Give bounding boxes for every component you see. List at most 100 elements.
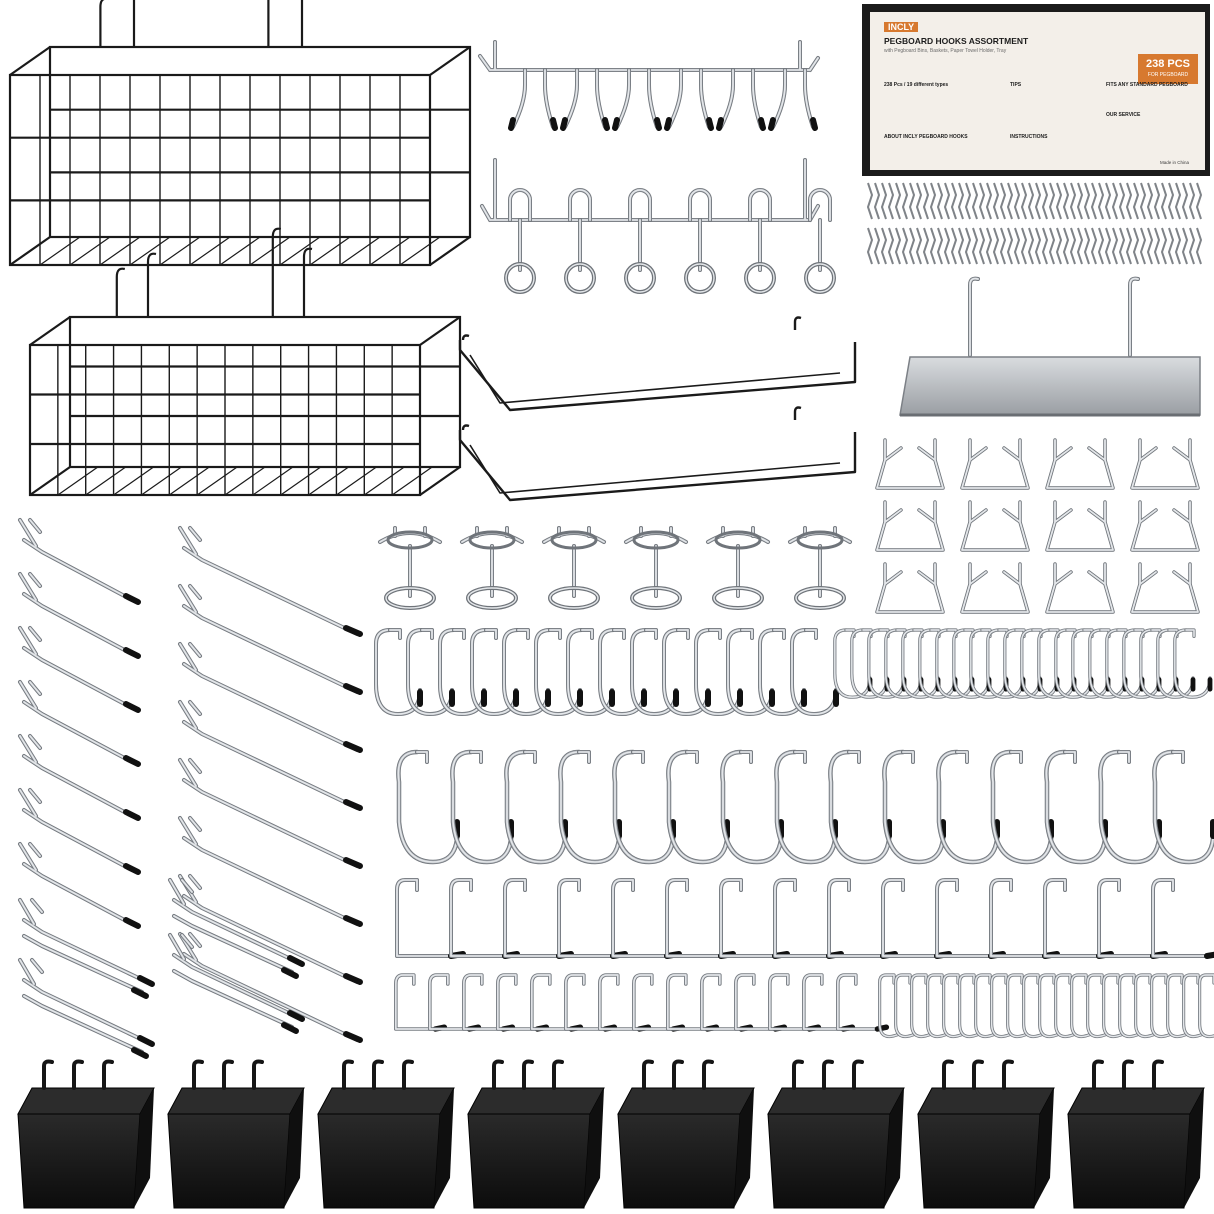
double-peg-hook — [18, 898, 155, 999]
triangle-hook — [1045, 562, 1115, 614]
j-hook — [374, 628, 423, 716]
l-hook — [557, 878, 628, 959]
j-hook — [790, 628, 839, 716]
curved-hook — [774, 749, 838, 865]
curved-hook — [558, 749, 622, 865]
wire-basket — [28, 227, 462, 497]
wire-basket — [8, 0, 472, 267]
paper-towel-holder — [458, 406, 857, 502]
long-peg-hook — [18, 842, 141, 929]
l-hook — [768, 973, 822, 1032]
single-ring-holder — [460, 526, 524, 610]
single-ring-holder — [788, 526, 852, 610]
long-peg-hook — [178, 874, 363, 985]
straight-hook — [1198, 973, 1214, 1039]
l-hook — [773, 878, 844, 959]
l-hook — [700, 973, 754, 1032]
l-hook — [496, 973, 550, 1032]
piece-count-note: FOR PEGBOARD — [1147, 72, 1189, 78]
l-hook — [530, 973, 584, 1032]
straight-hook — [910, 973, 933, 1039]
curved-hook — [882, 749, 946, 865]
zip-ties — [866, 182, 1203, 220]
triangle-hook — [960, 500, 1030, 552]
j-hook — [502, 628, 551, 716]
straight-hook — [990, 973, 1013, 1039]
triangle-hook — [1045, 500, 1115, 552]
j-hook — [406, 628, 455, 716]
straight-hook — [942, 973, 965, 1039]
j-hook — [1020, 628, 1060, 699]
long-peg-hook — [178, 758, 363, 869]
l-hook — [881, 878, 952, 959]
ring-holder-bar — [480, 158, 836, 294]
pegboard-bin — [17, 1059, 155, 1209]
curved-hook — [1152, 749, 1214, 865]
l-hook — [734, 973, 788, 1032]
l-hook — [462, 973, 516, 1032]
single-ring-holder — [624, 526, 688, 610]
straight-hook — [878, 973, 901, 1039]
about-heading: ABOUT INCLY PEGBOARD HOOKS — [884, 134, 968, 140]
double-peg-hook — [168, 878, 305, 979]
j-hook — [1003, 628, 1043, 699]
l-hook — [598, 973, 652, 1032]
l-hook — [666, 973, 720, 1032]
long-peg-hook — [178, 700, 363, 811]
l-hook — [827, 878, 898, 959]
box-front-panel: INCLY PEGBOARD HOOKS ASSORTMENT with Peg… — [870, 12, 1205, 170]
pegboard-bin — [167, 1059, 305, 1209]
straight-hook — [1118, 973, 1141, 1039]
l-hook — [428, 973, 482, 1032]
double-peg-hook — [18, 958, 155, 1059]
pegboard-bin — [1067, 1059, 1205, 1209]
curved-hook — [1044, 749, 1108, 865]
piece-count-badge: 238 PCS FOR PEGBOARD — [1138, 54, 1198, 84]
curved-hook — [1098, 749, 1162, 865]
long-peg-hook — [178, 584, 363, 695]
long-peg-hook — [18, 734, 141, 821]
long-peg-hook — [178, 526, 363, 637]
double-peg-hook — [168, 933, 305, 1034]
straight-hook — [1070, 973, 1093, 1039]
origin-text: Made in China — [1160, 160, 1190, 165]
l-hook — [632, 973, 686, 1032]
long-peg-hook — [18, 626, 141, 713]
zip-ties — [866, 227, 1203, 265]
triangle-hook — [1130, 562, 1200, 614]
l-hook — [1151, 878, 1214, 959]
triangle-hook — [875, 562, 945, 614]
j-hook — [952, 628, 992, 699]
l-hook — [395, 878, 466, 959]
instructions-heading: INSTRUCTIONS — [1010, 134, 1048, 140]
straight-hook — [1150, 973, 1173, 1039]
curved-hook — [936, 749, 1000, 865]
pegboard-bin — [617, 1059, 755, 1209]
l-hook — [1043, 878, 1114, 959]
straight-hook — [1022, 973, 1045, 1039]
straight-hook — [1006, 973, 1029, 1039]
straight-hook — [1166, 973, 1189, 1039]
curved-hook — [612, 749, 676, 865]
j-hook — [470, 628, 519, 716]
straight-hook — [1054, 973, 1077, 1039]
service-heading: OUR SERVICE — [1106, 112, 1141, 118]
j-hook — [694, 628, 743, 716]
long-peg-hook — [18, 788, 141, 875]
pegboard-bin — [467, 1059, 605, 1209]
product-box: INCLY PEGBOARD HOOKS ASSORTMENT with Peg… — [862, 4, 1210, 176]
l-hook — [611, 878, 682, 959]
l-hook — [665, 878, 736, 959]
metal-shelf-tray — [899, 276, 1201, 417]
long-peg-hook — [18, 518, 141, 605]
curved-hook — [450, 749, 514, 865]
pegboard-bin — [917, 1059, 1055, 1209]
l-hook — [394, 973, 448, 1032]
curved-hook — [990, 749, 1054, 865]
straight-hook — [1182, 973, 1205, 1039]
l-hook — [564, 973, 618, 1032]
straight-hook — [958, 973, 981, 1039]
pegboard-bin — [317, 1059, 455, 1209]
